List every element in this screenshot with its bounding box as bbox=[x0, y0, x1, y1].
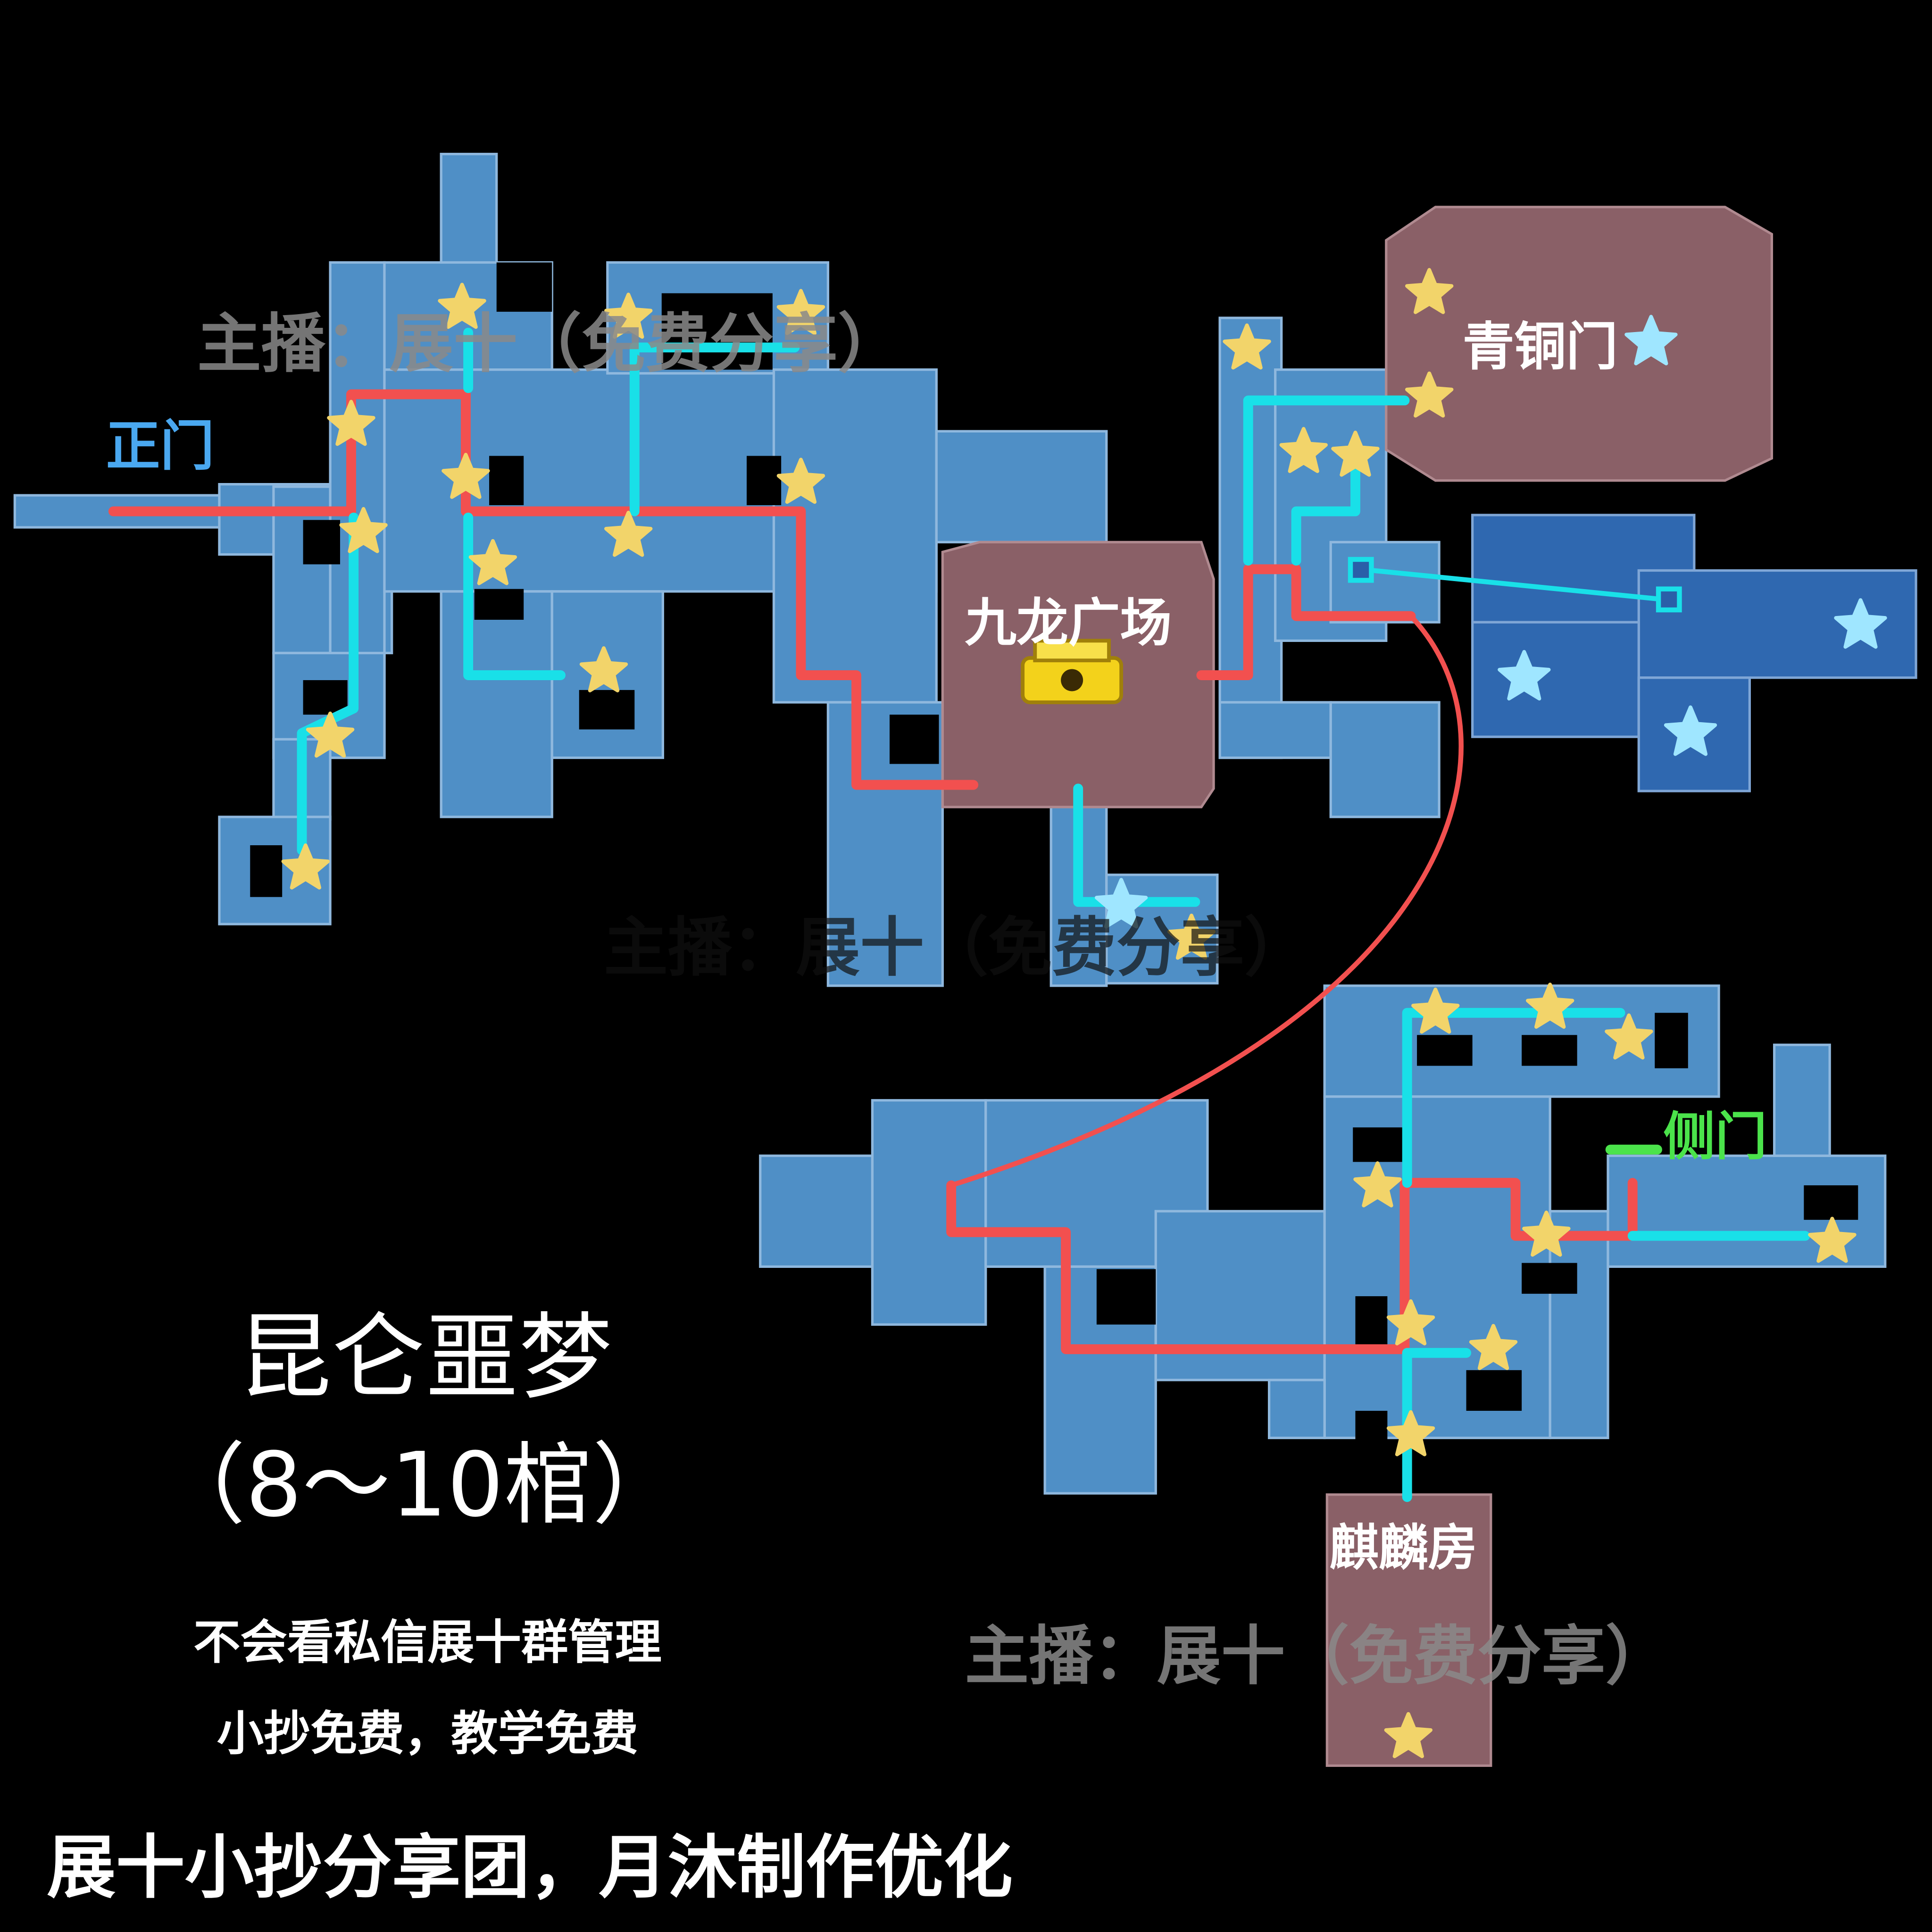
star-icon[interactable] bbox=[1808, 1216, 1857, 1263]
star-icon[interactable] bbox=[776, 458, 825, 504]
star-icon[interactable] bbox=[604, 292, 653, 339]
star-icon[interactable] bbox=[1526, 983, 1574, 1029]
star-icon[interactable] bbox=[1411, 987, 1460, 1034]
star-markers bbox=[281, 268, 1887, 1758]
star-icon[interactable] bbox=[306, 711, 355, 758]
star-icon[interactable] bbox=[1279, 427, 1328, 473]
star-icon[interactable] bbox=[1386, 1410, 1435, 1457]
star-icon[interactable] bbox=[579, 646, 628, 692]
blue-star-icon[interactable] bbox=[1624, 315, 1678, 366]
star-icon[interactable] bbox=[1386, 1299, 1435, 1346]
dungeon-title: 昆仑噩梦 bbox=[238, 1303, 612, 1412]
blue-star-icon[interactable] bbox=[1664, 705, 1717, 756]
star-icon[interactable] bbox=[604, 510, 653, 557]
star-icon[interactable] bbox=[468, 539, 517, 585]
star-icon[interactable] bbox=[1605, 1013, 1653, 1060]
side-gate-label: 侧门 bbox=[1664, 1107, 1767, 1167]
info-panel: 昆仑噩梦 （8～10棺） 不会看私信展十群管理 小抄免费，教学免费 展十小抄分享… bbox=[47, 1303, 1013, 1908]
watermark-3: 主播：展十（免费分享） bbox=[965, 1619, 1669, 1694]
star-icon[interactable] bbox=[1469, 1324, 1518, 1370]
qilin-room-label: 麒麟房 bbox=[1330, 1519, 1477, 1577]
watermarks: 主播：展十（免费分享） 主播：展十（免费分享） 主播：展十（免费分享） bbox=[197, 307, 1670, 1694]
star-icon[interactable] bbox=[1223, 323, 1271, 370]
star-icon[interactable] bbox=[1405, 268, 1454, 314]
treasure-chest-icon[interactable] bbox=[1021, 639, 1124, 704]
blue-star-icon[interactable] bbox=[1094, 878, 1148, 929]
blue-star-icon[interactable] bbox=[1498, 650, 1551, 701]
watermark-1: 主播：展十（免费分享） bbox=[197, 307, 902, 382]
coffin-count: （8～10棺） bbox=[157, 1433, 681, 1537]
star-icon[interactable] bbox=[339, 507, 388, 553]
bronze-gate-hall bbox=[1385, 206, 1774, 482]
note-line-2: 小抄免费，教学免费 bbox=[217, 1707, 638, 1761]
credit-line: 展十小抄分享团，月沐制作优化 bbox=[47, 1828, 1013, 1908]
star-icon[interactable] bbox=[438, 283, 486, 329]
bronze-gate-label: 青铜门 bbox=[1463, 316, 1618, 377]
star-icon[interactable] bbox=[1331, 430, 1380, 477]
star-icon[interactable] bbox=[776, 289, 825, 335]
note-line-1: 不会看私信展十群管理 bbox=[193, 1616, 662, 1670]
star-icon[interactable] bbox=[1522, 1210, 1571, 1257]
star-icon[interactable] bbox=[327, 400, 375, 446]
rooms-lower bbox=[759, 984, 1887, 1767]
nine-dragon-square-label: 九龙广场 bbox=[965, 592, 1172, 653]
star-icon[interactable] bbox=[441, 452, 490, 499]
watermark-2: 主播：展十（免费分享） bbox=[604, 911, 1308, 985]
star-icon[interactable] bbox=[1167, 913, 1216, 960]
main-gate-label: 正门 bbox=[106, 415, 215, 478]
blue-star-icon[interactable] bbox=[1834, 598, 1887, 649]
star-icon[interactable] bbox=[281, 843, 330, 890]
map-labels: 正门 九龙广场 青铜门 侧门 麒麟房 bbox=[106, 316, 1767, 1576]
star-icon[interactable] bbox=[1384, 1712, 1432, 1758]
star-icon[interactable] bbox=[1353, 1161, 1402, 1208]
star-icon[interactable] bbox=[1405, 371, 1454, 418]
